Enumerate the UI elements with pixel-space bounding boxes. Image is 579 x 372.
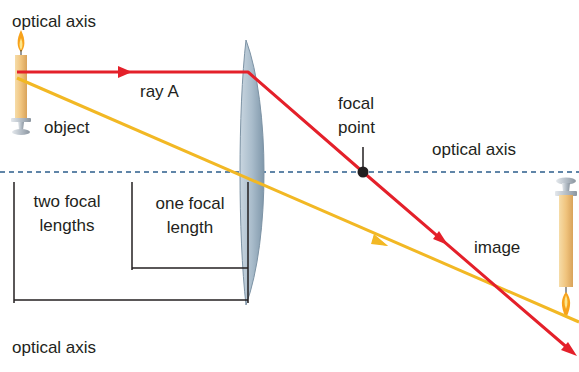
axis-label: optical axis bbox=[12, 336, 96, 360]
dimension-label: one focal length bbox=[152, 192, 228, 240]
image-candle bbox=[555, 178, 577, 319]
optical-axis-line bbox=[0, 171, 579, 173]
ray-label: ray A bbox=[140, 80, 179, 104]
dimension-bracket bbox=[14, 182, 248, 303]
arrowhead bbox=[433, 231, 448, 245]
convex-lens bbox=[240, 40, 264, 305]
axis-label: optical axis bbox=[432, 138, 516, 162]
focal-point-dot bbox=[358, 167, 369, 178]
arrowhead bbox=[372, 235, 388, 246]
leader-line bbox=[362, 147, 364, 168]
point-label: focal point bbox=[338, 92, 400, 140]
arrowhead bbox=[118, 66, 132, 78]
axis-label: optical axis bbox=[12, 10, 96, 34]
object-label: object bbox=[44, 116, 89, 140]
dimension-label: two focal lengths bbox=[30, 190, 104, 238]
arrowhead bbox=[561, 342, 577, 356]
image-label: image bbox=[474, 236, 520, 260]
ray-a bbox=[17, 72, 570, 350]
